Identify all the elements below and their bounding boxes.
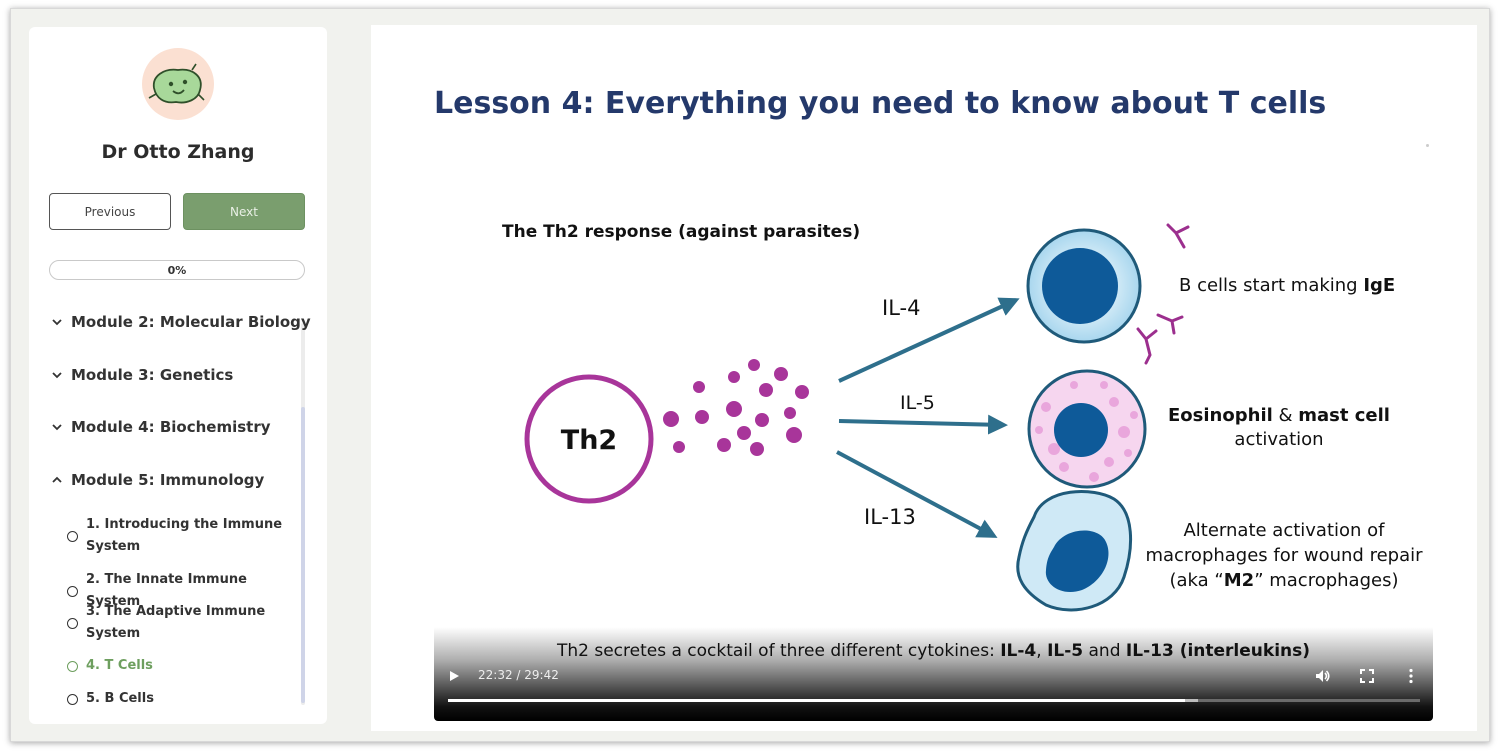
author-name: Dr Otto Zhang xyxy=(101,141,255,163)
macrophage-nucleus xyxy=(1045,530,1109,593)
lesson-label: 1. Introducing the Immune System xyxy=(86,517,283,554)
granules xyxy=(1035,381,1138,482)
lesson-status-icon xyxy=(67,693,78,705)
lesson-content: Lesson 4: Everything you need to know ab… xyxy=(371,25,1477,731)
lesson-label: 2. The Innate Immune System xyxy=(86,572,247,609)
scrollbar-thumb[interactable] xyxy=(301,407,305,703)
chevron-up-icon xyxy=(52,476,62,483)
chevron-down-icon xyxy=(52,319,62,326)
il13-arrow xyxy=(836,450,998,538)
seek-played xyxy=(448,699,1186,702)
video-caption: Th2 secretes a cocktail of three differe… xyxy=(556,641,1311,661)
outcome-2-line1: Eosinophil & mast cell xyxy=(1168,405,1390,426)
outcome-2-line2: activation xyxy=(1234,429,1323,450)
fullscreen-icon[interactable] xyxy=(1358,667,1376,685)
chevron-down-icon xyxy=(52,372,62,379)
outcome-3-line2: macrophages for wound repair xyxy=(1145,545,1423,566)
lesson-label: 5. B Cells xyxy=(86,691,154,706)
antibody-icons xyxy=(1136,223,1190,365)
sidebar-scrollbar[interactable] xyxy=(301,323,305,705)
app-frame: Dr Otto Zhang Previous Next 0% Module 2:… xyxy=(10,8,1490,742)
module-biochemistry[interactable]: Module 4: Biochemistry xyxy=(51,418,271,436)
diagram-heading: The Th2 response (against parasites) xyxy=(502,222,860,242)
time-display: 22:32 / 29:42 xyxy=(478,668,559,682)
il4-label: IL-4 xyxy=(882,296,920,320)
module-label: Module 2: Molecular Biology xyxy=(71,313,311,331)
lesson-status-icon xyxy=(67,617,78,629)
progress-text: 0% xyxy=(167,263,187,277)
th2-cell-label: Th2 xyxy=(561,425,617,456)
il5-label: IL-5 xyxy=(900,392,935,414)
cell-mascot-icon xyxy=(148,63,205,104)
page-title: Lesson 4: Everything you need to know ab… xyxy=(434,86,1327,121)
module-label: Module 4: Biochemistry xyxy=(71,418,271,436)
play-icon[interactable] xyxy=(450,671,459,681)
video-player[interactable]: The Th2 response (against parasites) Th2… xyxy=(434,187,1433,721)
lesson-innate-immune-system[interactable]: 2. The Innate Immune System xyxy=(67,569,297,613)
lesson-status-icon xyxy=(67,585,78,597)
next-button[interactable]: Next xyxy=(183,193,305,230)
volume-icon[interactable] xyxy=(1314,667,1332,685)
lesson-introducing-immune-system[interactable]: 1. Introducing the Immune System xyxy=(67,514,297,558)
module-immunology[interactable]: Module 5: Immunology xyxy=(51,471,264,489)
seek-bar[interactable] xyxy=(448,699,1420,702)
chevron-down-icon xyxy=(52,424,62,431)
module-molecular-biology[interactable]: Module 2: Molecular Biology xyxy=(51,313,311,331)
avatar xyxy=(142,48,214,120)
lesson-adaptive-immune-system[interactable]: 3. The Adaptive Immune System xyxy=(67,601,297,645)
more-options-icon[interactable] xyxy=(1402,667,1420,685)
module-label: Module 5: Immunology xyxy=(71,471,265,489)
il4-arrow xyxy=(838,297,1020,383)
decorative-dot xyxy=(1426,144,1429,147)
progress-bar: 0% xyxy=(49,260,305,280)
il5-arrow xyxy=(838,414,1008,435)
lesson-b-cells[interactable]: 5. B Cells xyxy=(67,688,297,710)
previous-button[interactable]: Previous xyxy=(49,193,171,230)
th2-cell xyxy=(524,374,654,504)
eosinophil-nucleus xyxy=(1054,403,1108,457)
module-genetics[interactable]: Module 3: Genetics xyxy=(51,366,233,384)
outcome-3-line3: (aka “M2” macrophages) xyxy=(1170,570,1399,591)
course-sidebar: Dr Otto Zhang Previous Next 0% Module 2:… xyxy=(29,27,327,724)
outcome-1-text: B cells start making IgE xyxy=(1179,275,1395,296)
video-controls: Th2 secretes a cocktail of three differe… xyxy=(434,627,1433,721)
module-label: Module 3: Genetics xyxy=(71,366,234,384)
lesson-status-icon xyxy=(67,660,78,672)
outcome-3-line1: Alternate activation of xyxy=(1183,520,1385,541)
lesson-label: 3. The Adaptive Immune System xyxy=(86,604,266,641)
lesson-status-icon xyxy=(67,530,78,542)
il13-label: IL-13 xyxy=(864,505,916,529)
lesson-t-cells[interactable]: 4. T Cells xyxy=(67,655,297,677)
lesson-label: 4. T Cells xyxy=(86,658,153,673)
b-cell-nucleus xyxy=(1042,248,1118,324)
th2-response-diagram: The Th2 response (against parasites) Th2… xyxy=(502,222,1423,612)
cytokine-dots xyxy=(663,359,809,456)
